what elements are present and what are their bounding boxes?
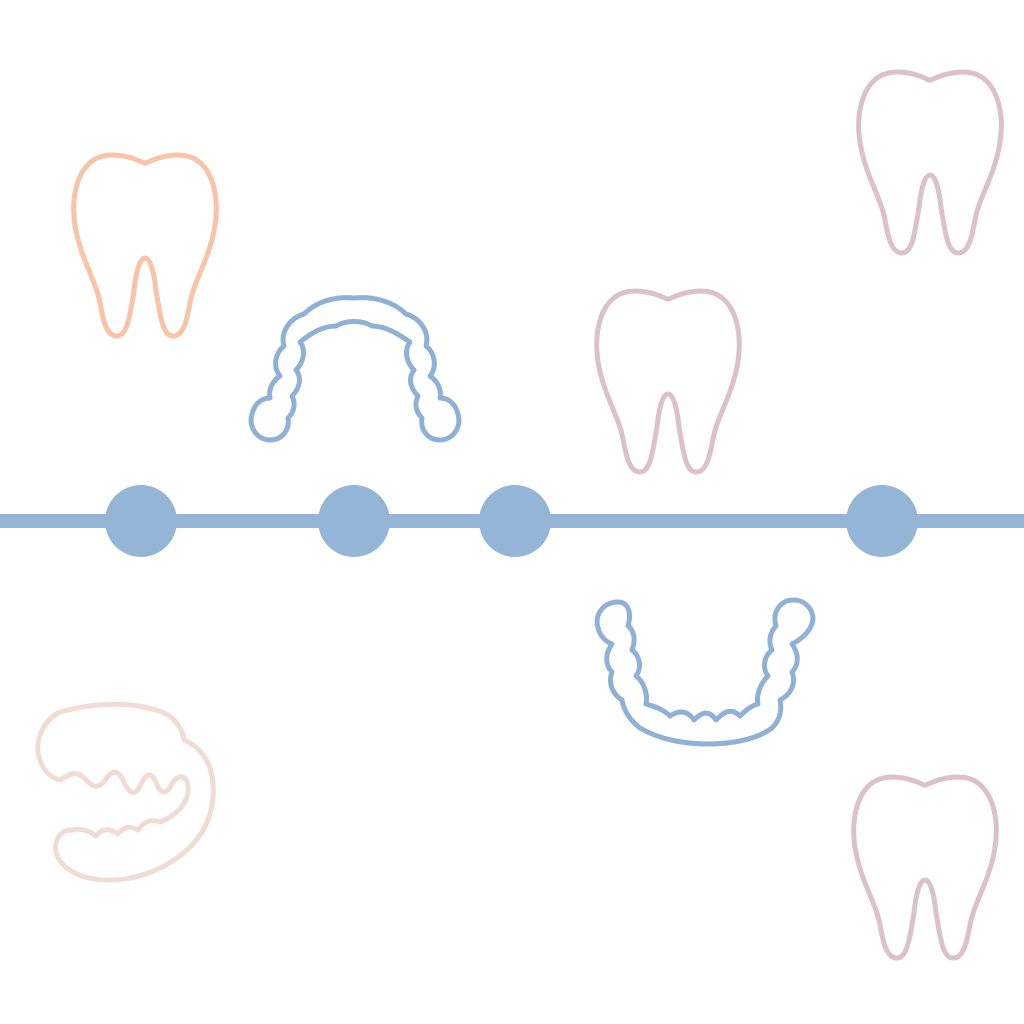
timeline-milestone[interactable]: [318, 485, 390, 557]
upper-aligner-icon: [248, 295, 462, 443]
timeline-milestone[interactable]: [846, 485, 918, 557]
lower-aligner-icon: [594, 597, 816, 747]
tooth-icon: [854, 777, 997, 958]
timeline-milestone[interactable]: [105, 485, 177, 557]
tooth-icon: [859, 72, 1002, 253]
timeline-milestone[interactable]: [479, 485, 551, 557]
tooth-icon: [597, 291, 740, 472]
timeline: [0, 485, 1024, 557]
denture-icon: [35, 701, 216, 883]
tooth-icon: [74, 155, 217, 336]
